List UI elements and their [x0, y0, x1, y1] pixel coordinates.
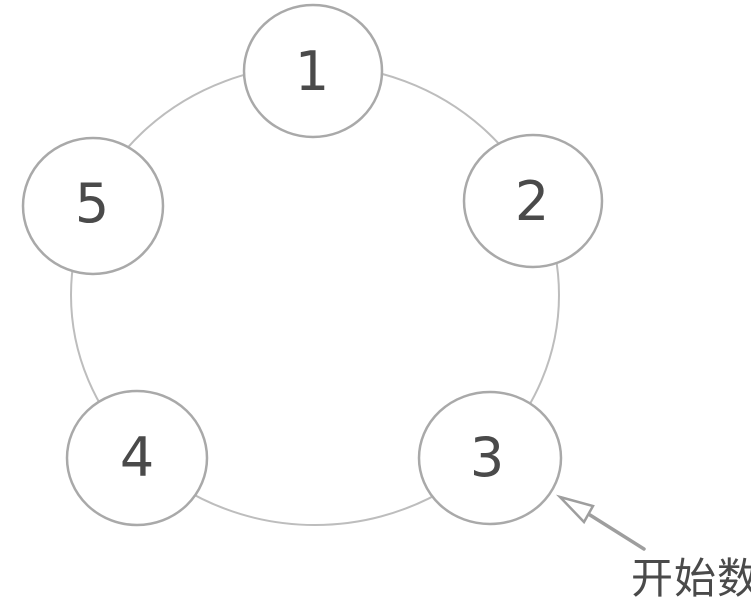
node-label-2: 2 [515, 170, 549, 233]
node-1: 1 [242, 3, 384, 139]
start-arrow-icon [555, 494, 646, 551]
start-annotation-label: 开始数 [631, 554, 751, 603]
node-2: 2 [462, 133, 604, 269]
node-circle-4 [65, 389, 209, 527]
arrow-shaft [588, 513, 646, 551]
node-circle-3 [417, 390, 563, 526]
node-label-3: 3 [470, 426, 504, 489]
node-4: 4 [65, 389, 209, 527]
node-circle-2 [462, 133, 604, 269]
node-label-5: 5 [75, 172, 109, 235]
node-5: 5 [21, 136, 165, 276]
node-3: 3 [417, 390, 563, 526]
node-label-1: 1 [295, 40, 329, 103]
node-circle-1 [242, 3, 384, 139]
node-label-4: 4 [120, 426, 154, 489]
node-circle-5 [21, 136, 165, 276]
arrow-head [555, 494, 595, 525]
